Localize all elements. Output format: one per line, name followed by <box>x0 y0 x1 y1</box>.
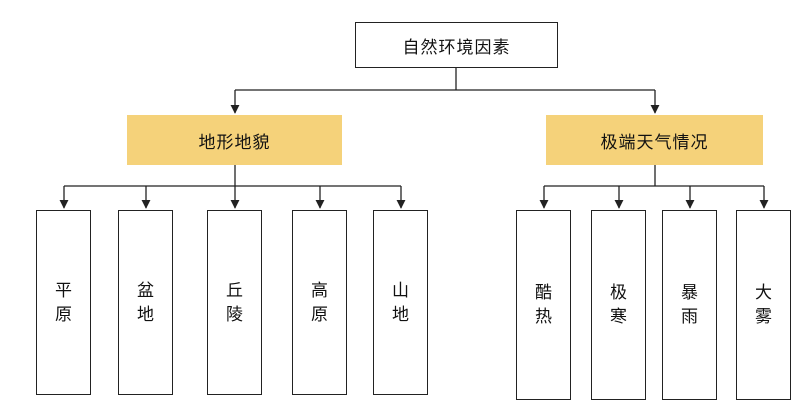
leaf-char: 地 <box>137 304 154 325</box>
root-label: 自然环境因素 <box>402 37 511 58</box>
leaf-rainstorm: 暴 雨 <box>662 210 717 400</box>
category-weather: 极端天气情况 <box>546 115 763 165</box>
leaf-char: 原 <box>311 304 328 325</box>
root-node: 自然环境因素 <box>355 22 558 68</box>
leaf-hills: 丘 陵 <box>207 210 262 395</box>
leaf-char: 雨 <box>681 307 698 327</box>
leaf-char: 原 <box>55 304 72 325</box>
leaf-char: 雾 <box>755 307 772 327</box>
leaf-char: 大 <box>755 283 772 303</box>
leaf-char: 热 <box>535 307 552 327</box>
leaf-char: 山 <box>392 280 409 301</box>
leaf-char: 高 <box>311 280 328 301</box>
leaf-char: 盆 <box>137 280 154 301</box>
leaf-char: 平 <box>55 280 72 301</box>
leaf-mountain: 山 地 <box>373 210 428 395</box>
leaf-cold: 极 寒 <box>591 210 646 400</box>
leaf-char: 地 <box>392 304 409 325</box>
leaf-fog: 大 雾 <box>736 210 791 400</box>
leaf-char: 暴 <box>681 283 698 303</box>
leaf-char: 酷 <box>535 283 552 303</box>
leaf-basin: 盆 地 <box>118 210 173 395</box>
leaf-heat: 酷 热 <box>516 210 571 400</box>
category-weather-label: 极端天气情况 <box>600 132 709 153</box>
category-terrain: 地形地貌 <box>127 115 342 165</box>
leaf-char: 陵 <box>226 304 243 325</box>
leaf-plateau: 高 原 <box>292 210 347 395</box>
leaf-char: 寒 <box>610 307 627 327</box>
category-terrain-label: 地形地貌 <box>198 132 271 153</box>
leaf-char: 丘 <box>226 280 243 301</box>
leaf-plain: 平 原 <box>36 210 91 395</box>
leaf-char: 极 <box>610 283 627 303</box>
